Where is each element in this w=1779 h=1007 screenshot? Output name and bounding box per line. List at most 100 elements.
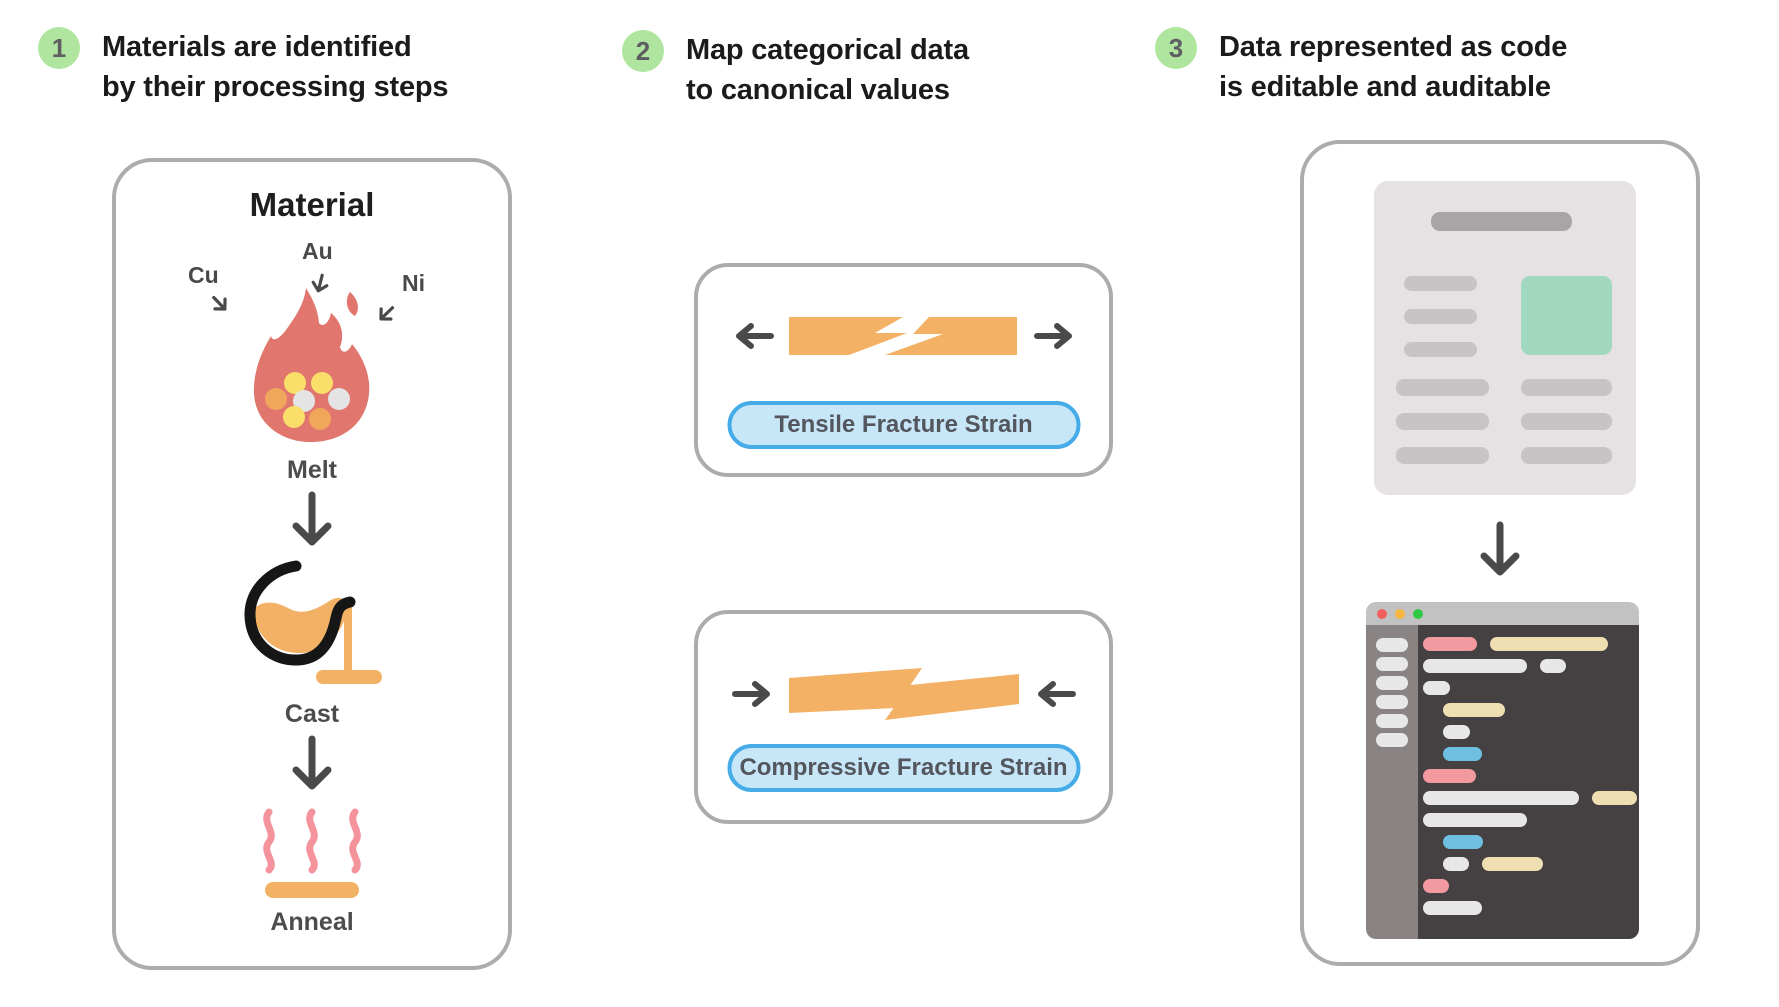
document-text-bar	[1396, 447, 1489, 464]
material-card-title: Material	[249, 186, 375, 223]
code-token-gray	[1423, 791, 1579, 805]
document-text-bar	[1404, 342, 1477, 357]
code-token-gray	[1423, 901, 1482, 915]
step-header-3: 3 Data represented as code is editable a…	[1155, 27, 1567, 107]
tensile-fracture-illustration	[698, 307, 1109, 365]
code-token-cream	[1592, 791, 1637, 805]
code-line	[1423, 637, 1639, 651]
tensile-box: Tensile Fracture Strain	[694, 263, 1113, 477]
window-dot	[1377, 608, 1387, 619]
code-line	[1423, 879, 1639, 893]
editor-title-bar	[1366, 602, 1639, 625]
step-title-2: Map categorical data to canonical values	[686, 30, 969, 110]
document-preview	[1374, 181, 1636, 495]
compressive-box: Compressive Fracture Strain	[694, 610, 1113, 824]
code-line	[1443, 703, 1639, 717]
window-controls	[1377, 608, 1423, 619]
code-line	[1443, 747, 1639, 761]
document-text-bar	[1521, 379, 1612, 396]
sidebar-pill	[1376, 657, 1408, 671]
right-arrow-icon	[1033, 323, 1072, 349]
step-title-line: Data represented as code	[1219, 31, 1568, 63]
code-line	[1423, 813, 1639, 827]
down-arrow-icon	[292, 735, 332, 790]
step-title-3: Data represented as code is editable and…	[1219, 27, 1567, 107]
code-token-cream	[1490, 637, 1608, 651]
document-figure	[1521, 276, 1612, 355]
editor-sidebar	[1366, 625, 1418, 939]
editor-body	[1366, 625, 1639, 939]
code-token-blue	[1443, 835, 1483, 849]
sidebar-pill	[1376, 714, 1408, 728]
step-badge-2: 2	[622, 30, 664, 72]
code-line	[1423, 681, 1639, 695]
code-line	[1423, 791, 1639, 805]
left-arrow-icon	[1037, 681, 1076, 707]
sidebar-pill	[1376, 695, 1408, 709]
code-line	[1423, 901, 1639, 915]
element-label-cu: Cu	[188, 262, 219, 288]
step-header-1: 1 Materials are identified by their proc…	[38, 27, 449, 107]
code-token-gray	[1540, 659, 1566, 673]
document-text-bar	[1521, 447, 1612, 464]
cast-label: Cast	[284, 700, 340, 728]
right-arrow-icon	[731, 681, 770, 707]
code-token-gray	[1443, 857, 1469, 871]
crucible-cast-icon	[244, 560, 382, 684]
code-token-cream	[1482, 857, 1543, 871]
compressive-fracture-illustration	[698, 662, 1109, 726]
step-number: 2	[635, 35, 651, 66]
left-arrow-icon	[735, 323, 774, 349]
document-title-bar	[1431, 212, 1572, 231]
code-token-cream	[1443, 703, 1505, 717]
step-badge-1: 1	[38, 27, 80, 69]
anneal-label: Anneal	[270, 908, 354, 936]
au-arrow-icon	[311, 273, 329, 293]
down-arrow-icon	[1480, 521, 1520, 576]
step-title-line: Materials are identified	[102, 31, 412, 63]
sidebar-pill	[1376, 733, 1408, 747]
code-line	[1423, 659, 1639, 673]
code-token-gray	[1423, 659, 1527, 673]
ni-arrow-icon	[379, 306, 395, 321]
tensile-value-pill: Tensile Fracture Strain	[727, 401, 1080, 449]
code-card	[1300, 140, 1700, 966]
code-token-gray	[1443, 725, 1470, 739]
code-editor-window	[1366, 602, 1639, 939]
step-badge-3: 3	[1155, 27, 1197, 69]
step-number: 3	[1168, 32, 1184, 63]
document-text-bar	[1404, 309, 1477, 324]
heat-anneal-icon	[263, 808, 361, 898]
step-header-2: 2 Map categorical data to canonical valu…	[622, 30, 969, 110]
material-card: Material Cu Au Ni	[112, 158, 512, 970]
step-title-line: is editable and auditable	[1219, 71, 1551, 103]
code-line	[1443, 835, 1639, 849]
code-line	[1423, 769, 1639, 783]
sidebar-pill	[1376, 638, 1408, 652]
step-title-line: to canonical values	[686, 74, 950, 106]
code-line	[1443, 725, 1639, 739]
code-token-pink	[1423, 769, 1476, 783]
step-title-line: by their processing steps	[102, 71, 449, 103]
melt-label: Melt	[287, 456, 337, 484]
step-title-line: Map categorical data	[686, 34, 969, 66]
code-line	[1443, 857, 1639, 871]
step-number: 1	[51, 32, 67, 63]
cu-arrow-icon	[212, 295, 227, 311]
document-text-bar	[1396, 379, 1489, 396]
flame-melt-icon	[253, 288, 370, 443]
compressive-sheared-bar-icon	[788, 668, 1019, 720]
document-text-bar	[1396, 413, 1489, 430]
compressive-value-pill: Compressive Fracture Strain	[727, 744, 1080, 792]
editor-code-area	[1418, 625, 1639, 939]
code-token-gray	[1423, 681, 1450, 695]
element-label-au: Au	[302, 238, 333, 264]
sidebar-pill	[1376, 676, 1408, 690]
window-dot	[1395, 608, 1405, 619]
element-label-ni: Ni	[402, 270, 425, 296]
tensile-broken-bar-icon	[788, 317, 1017, 355]
document-text-bar	[1404, 276, 1477, 291]
step-title-1: Materials are identified by their proces…	[102, 27, 449, 107]
melt-scene: Cu Au Ni	[162, 238, 462, 456]
